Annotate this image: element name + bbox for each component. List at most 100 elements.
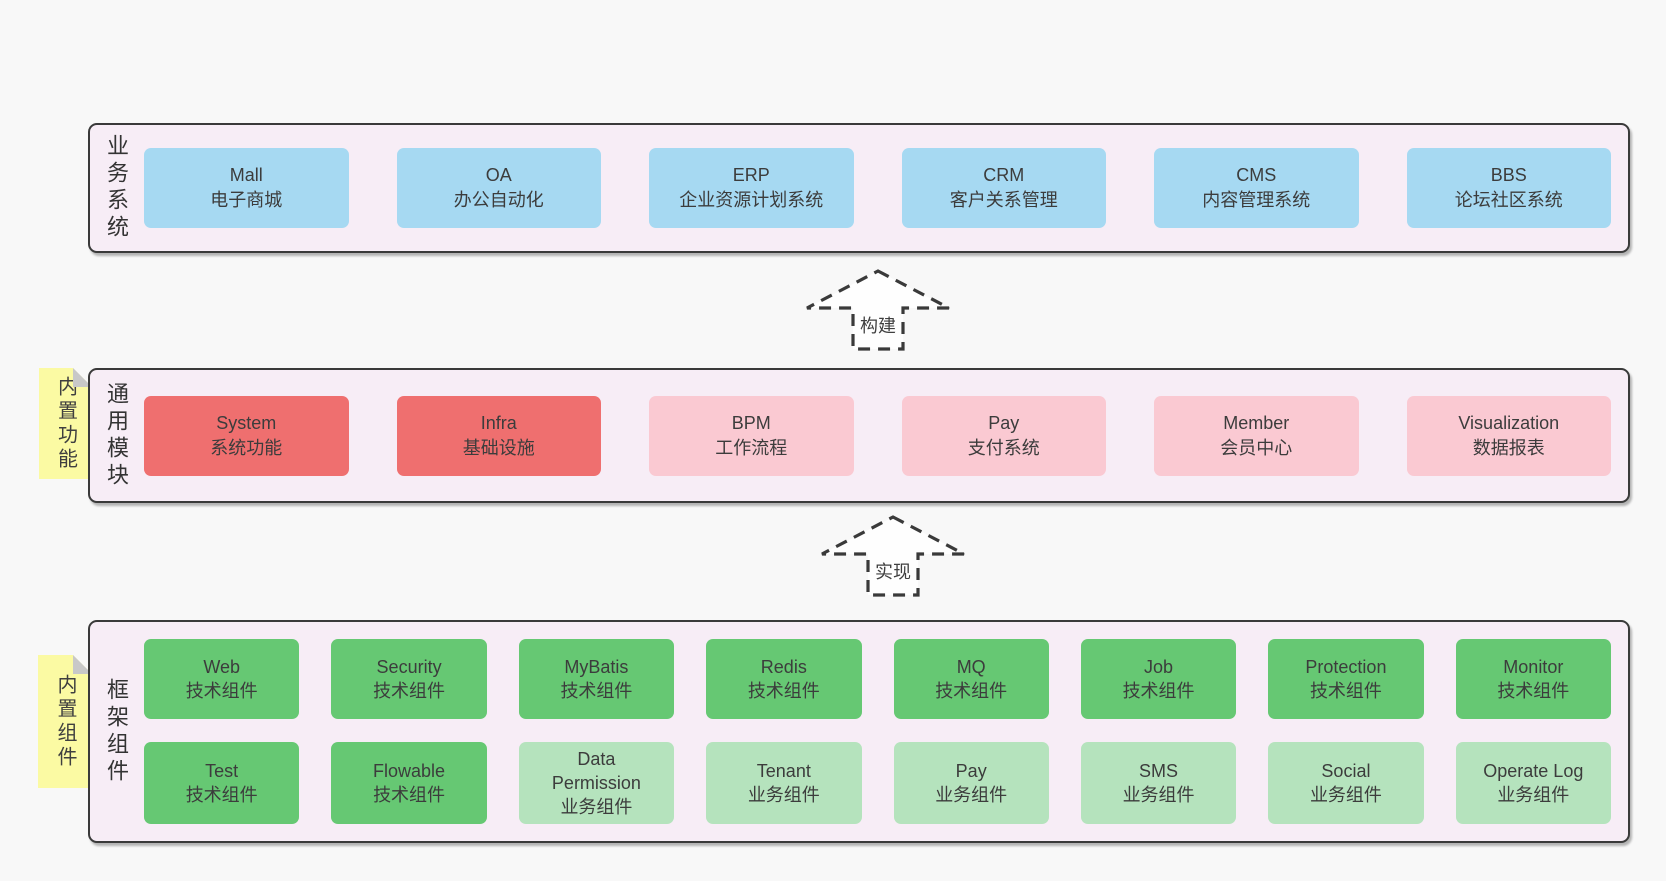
box-title: Visualization bbox=[1458, 412, 1560, 433]
box-bbs: BBS 论坛社区系统 bbox=[1406, 148, 1611, 228]
box-subtitle: 技术组件 bbox=[935, 681, 1008, 701]
box-title: ERP bbox=[732, 165, 770, 185]
up-block-arrow-icon bbox=[806, 269, 950, 351]
box-flowable: Flowable 技术组件 bbox=[331, 742, 487, 824]
box-title: Social bbox=[1321, 761, 1371, 781]
box-subtitle: 技术组件 bbox=[185, 785, 258, 805]
modules-box-row: System 系统功能 Infra 基础设施 BPM 工作流程 Pay 支付系统… bbox=[133, 395, 1628, 476]
box-subtitle: 技术组件 bbox=[373, 681, 446, 701]
box-mq: MQ 技术组件 bbox=[893, 639, 1049, 719]
box-title: Mall bbox=[229, 165, 263, 185]
box-tenant: Tenant 业务组件 bbox=[706, 742, 862, 824]
box-system: System 系统功能 bbox=[144, 395, 349, 476]
box-title: Flowable bbox=[373, 761, 446, 781]
box-pay-component: Pay 业务组件 bbox=[893, 742, 1049, 824]
box-subtitle: 基础设施 bbox=[462, 437, 535, 458]
layer-framework-components: 框架组件 Web 技术组件 Security 技术组件 MyBatis 技术组件… bbox=[88, 620, 1630, 843]
box-title: Infra bbox=[480, 412, 517, 433]
box-subtitle: 技术组件 bbox=[185, 681, 258, 701]
box-infra: Infra 基础设施 bbox=[396, 395, 601, 476]
box-subtitle: 技术组件 bbox=[373, 785, 446, 805]
box-title: Redis bbox=[760, 657, 807, 677]
box-title: Test bbox=[205, 761, 239, 781]
box-social: Social 业务组件 bbox=[1268, 742, 1424, 824]
box-title: SMS bbox=[1139, 761, 1179, 781]
box-title: Pay bbox=[988, 412, 1020, 433]
box-data-permission: Data Permission 业务组件 bbox=[518, 742, 675, 824]
box-title: Pay bbox=[955, 761, 987, 781]
box-title: Security bbox=[376, 657, 442, 677]
box-subtitle: 支付系统 bbox=[967, 437, 1040, 458]
box-subtitle: 办公自动化 bbox=[453, 190, 544, 210]
box-subtitle: 技术组件 bbox=[1122, 681, 1195, 701]
box-security: Security 技术组件 bbox=[331, 639, 487, 719]
box-subtitle: 会员中心 bbox=[1220, 437, 1293, 458]
box-test: Test 技术组件 bbox=[144, 742, 300, 824]
box-operate-log: Operate Log 业务组件 bbox=[1455, 742, 1611, 824]
box-subtitle: 业务组件 bbox=[1309, 785, 1382, 805]
box-sms: SMS 业务组件 bbox=[1080, 742, 1237, 824]
box-title: Job bbox=[1144, 657, 1174, 677]
box-pay-system: Pay 支付系统 bbox=[901, 395, 1106, 476]
sticky-note-builtin-features: 内置功能 bbox=[39, 368, 92, 479]
box-title: CMS bbox=[1236, 165, 1277, 185]
box-member: Member 会员中心 bbox=[1154, 395, 1359, 476]
box-title: BBS bbox=[1490, 165, 1527, 185]
implement-arrow: 实现 bbox=[818, 514, 968, 598]
box-title: Protection bbox=[1305, 657, 1387, 677]
box-subtitle: 工作流程 bbox=[715, 437, 788, 458]
layer-business-label: 业务系统 bbox=[104, 134, 129, 242]
components-row-2: Test 技术组件 Flowable 技术组件 Data Permission … bbox=[144, 742, 1611, 824]
box-cms: CMS 内容管理系统 bbox=[1154, 148, 1359, 228]
up-block-arrow-icon bbox=[821, 515, 965, 597]
implement-arrow-label: 实现 bbox=[875, 562, 911, 582]
box-mall: Mall 电子商城 bbox=[144, 148, 349, 228]
sticky-note-text: 内置功能 bbox=[54, 375, 77, 472]
components-row-1: Web 技术组件 Security 技术组件 MyBatis 技术组件 Redi… bbox=[144, 639, 1611, 719]
build-arrow: 构建 bbox=[803, 268, 953, 352]
business-box-row: Mall 电子商城 OA 办公自动化 ERP 企业资源计划系统 CRM 客户关系… bbox=[133, 148, 1628, 228]
box-title: Tenant bbox=[756, 761, 811, 781]
box-subtitle: 技术组件 bbox=[1497, 681, 1570, 701]
box-title: Data Permission bbox=[551, 749, 641, 793]
box-title: Operate Log bbox=[1483, 761, 1584, 781]
box-subtitle: 技术组件 bbox=[560, 681, 633, 701]
box-subtitle: 客户关系管理 bbox=[949, 190, 1058, 210]
box-erp: ERP 企业资源计划系统 bbox=[649, 148, 854, 228]
layer-common-modules: 通用模块 System 系统功能 Infra 基础设施 BPM 工作流程 Pay… bbox=[88, 368, 1630, 503]
box-title: Member bbox=[1223, 412, 1290, 433]
box-subtitle: 数据报表 bbox=[1472, 437, 1545, 458]
build-arrow-label: 构建 bbox=[860, 316, 896, 336]
components-rows: Web 技术组件 Security 技术组件 MyBatis 技术组件 Redi… bbox=[133, 639, 1628, 824]
box-subtitle: 业务组件 bbox=[560, 797, 633, 817]
box-subtitle: 电子商城 bbox=[210, 190, 283, 210]
box-visualization: Visualization 数据报表 bbox=[1406, 395, 1611, 476]
box-subtitle: 技术组件 bbox=[1309, 681, 1382, 701]
box-title: System bbox=[216, 412, 277, 433]
sticky-note-builtin-components: 内置组件 bbox=[38, 655, 92, 788]
box-subtitle: 系统功能 bbox=[210, 437, 283, 458]
box-title: MyBatis bbox=[564, 657, 629, 677]
box-web: Web 技术组件 bbox=[144, 639, 300, 719]
box-subtitle: 业务组件 bbox=[747, 785, 820, 805]
box-title: Web bbox=[203, 657, 241, 677]
box-title: OA bbox=[485, 165, 512, 185]
box-subtitle: 技术组件 bbox=[747, 681, 820, 701]
box-monitor: Monitor 技术组件 bbox=[1455, 639, 1611, 719]
box-subtitle: 业务组件 bbox=[1122, 785, 1195, 805]
box-protection: Protection 技术组件 bbox=[1268, 639, 1424, 719]
box-crm: CRM 客户关系管理 bbox=[901, 148, 1106, 228]
box-title: Monitor bbox=[1503, 657, 1564, 677]
box-title: BPM bbox=[731, 412, 771, 433]
box-redis: Redis 技术组件 bbox=[706, 639, 862, 719]
sticky-note-text: 内置组件 bbox=[54, 673, 76, 770]
box-subtitle: 内容管理系统 bbox=[1202, 190, 1311, 210]
layer-components-label: 框架组件 bbox=[104, 677, 129, 786]
box-title: CRM bbox=[983, 165, 1025, 185]
box-subtitle: 业务组件 bbox=[1497, 785, 1570, 805]
box-title: MQ bbox=[956, 657, 986, 677]
box-oa: OA 办公自动化 bbox=[396, 148, 601, 228]
layer-modules-label: 通用模块 bbox=[104, 381, 129, 490]
box-subtitle: 企业资源计划系统 bbox=[679, 190, 824, 210]
